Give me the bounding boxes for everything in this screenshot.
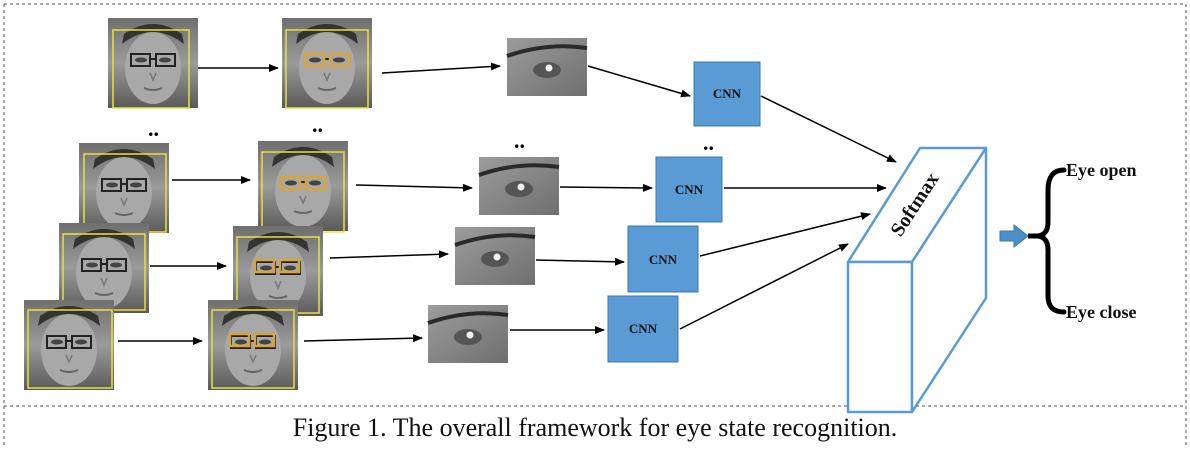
svg-text:..: ..	[312, 112, 323, 137]
face-photo-icon	[107, 17, 199, 109]
face-eye-detected-icon	[281, 17, 373, 109]
eye-crop-icon	[477, 155, 561, 217]
cnn-label: CNN	[629, 321, 658, 336]
ellipsis-marks: .. .. .. ..	[148, 112, 714, 155]
cnn-label: CNN	[675, 182, 704, 197]
svg-text:..: ..	[148, 116, 159, 141]
cnn-block-1	[693, 61, 761, 127]
eye-crop-icon	[453, 225, 537, 287]
figure-caption: Figure 1. The overall framework for eye …	[292, 413, 898, 442]
cnn-label: CNN	[713, 86, 742, 101]
curly-brace-icon	[1035, 167, 1067, 315]
cnn-block-3	[627, 225, 699, 293]
row-3: CNN	[58, 212, 871, 317]
softmax-block	[846, 146, 988, 414]
output-arrow-icon	[999, 223, 1029, 249]
cnn-label: CNN	[649, 252, 678, 267]
output-eye-close: Eye close	[1066, 302, 1136, 322]
eye-crop-icon	[505, 36, 589, 98]
row-2: CNN	[78, 140, 887, 234]
svg-text:..: ..	[703, 130, 714, 155]
face-eye-detected-icon	[207, 299, 299, 391]
cnn-block-4	[607, 295, 679, 363]
row-1: CNN	[107, 17, 897, 163]
svg-text:..: ..	[514, 128, 525, 153]
row-4: CNN	[23, 243, 849, 391]
face-eye-detected-icon	[257, 140, 349, 232]
face-photo-icon	[23, 299, 115, 391]
face-photo-icon	[78, 142, 170, 234]
face-box	[112, 29, 190, 109]
cnn-block-2	[655, 156, 723, 223]
face-photo-icon	[58, 222, 150, 314]
output-eye-open: Eye open	[1066, 160, 1137, 180]
eye-crop-icon	[426, 303, 510, 365]
